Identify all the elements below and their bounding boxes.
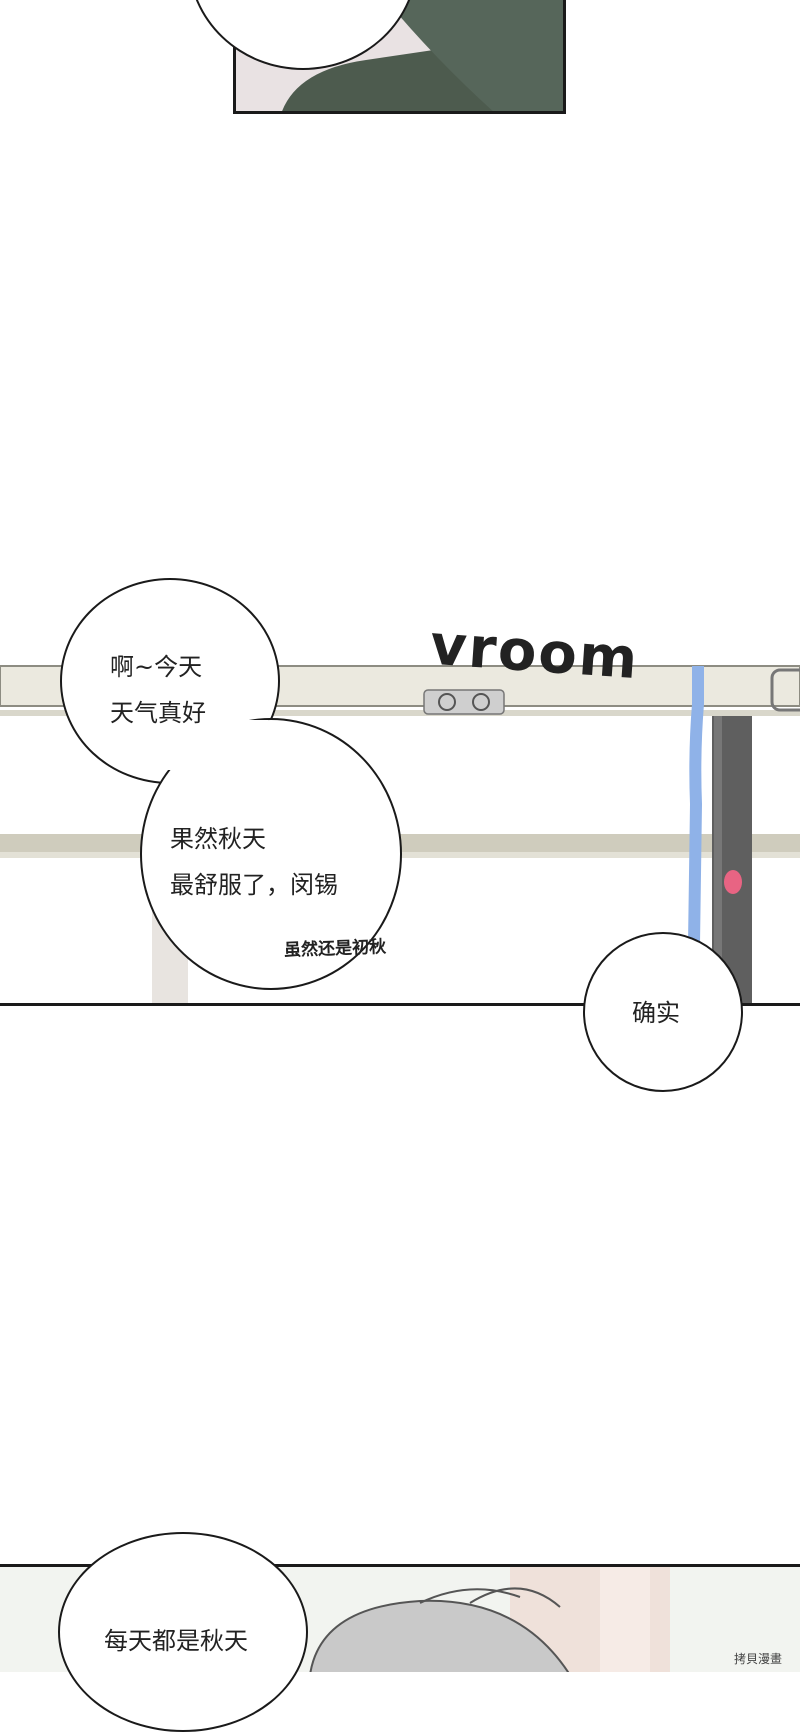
speech-text-2: 果然秋天 最舒服了，闵锡 — [170, 825, 338, 899]
character-head — [309, 1599, 570, 1672]
coat-shape — [386, 0, 563, 111]
stop-button — [724, 870, 742, 894]
vent-grille — [423, 689, 505, 715]
speech-text-3: 确实 — [632, 999, 680, 1027]
watermark: 拷貝漫畫 — [734, 1652, 783, 1666]
speech-text-1: 啊~今天 天气真好 — [110, 653, 206, 727]
speech-bubble-3 — [583, 932, 743, 1092]
bus-interior-art — [0, 664, 800, 1003]
hanging-strap — [688, 666, 704, 944]
aside-text: 虽然还是初秋 — [283, 937, 387, 961]
speech-text-4: 每天都是秋天 — [104, 1627, 248, 1655]
bubble-join-patch — [158, 720, 268, 770]
